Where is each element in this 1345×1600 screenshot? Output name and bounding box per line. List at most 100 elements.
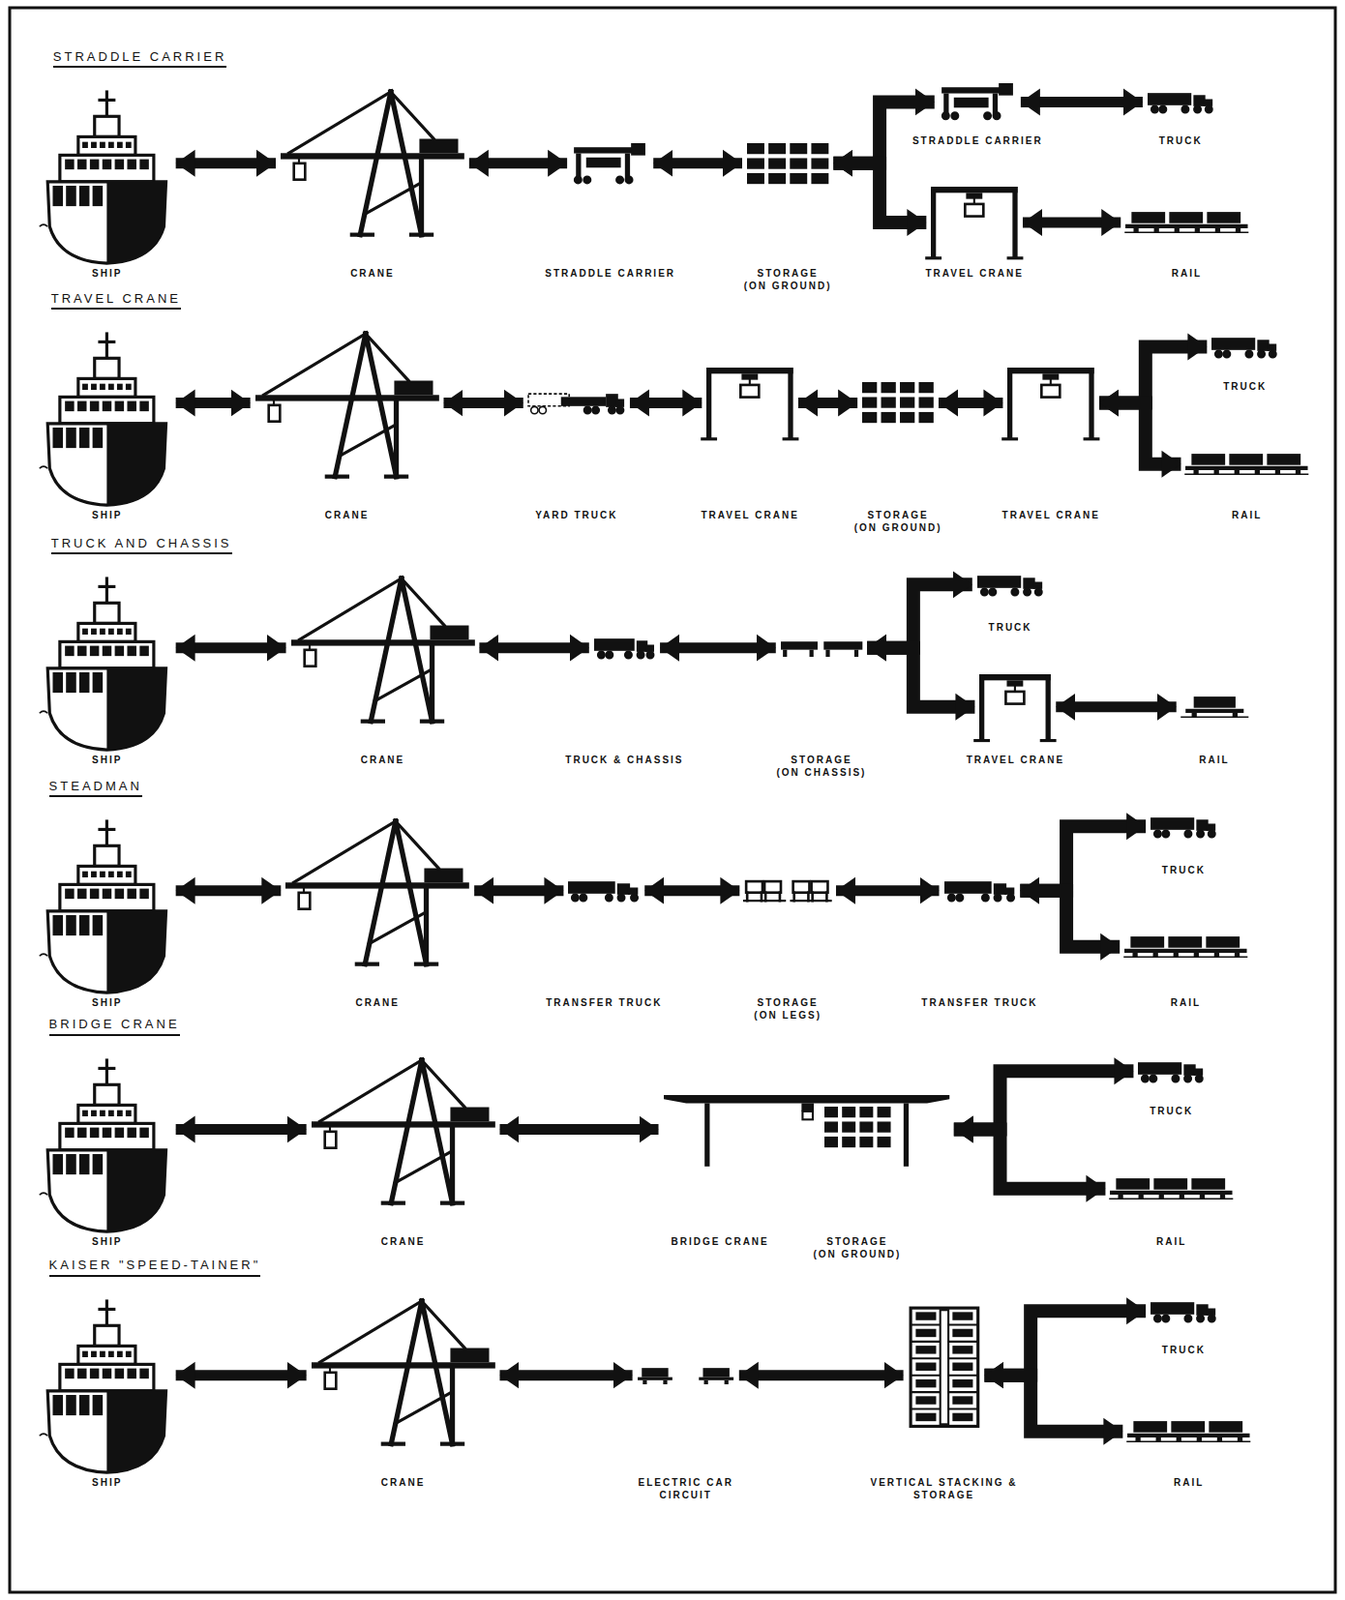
icon-part xyxy=(311,1121,496,1128)
icon-part xyxy=(125,871,132,878)
icon-part xyxy=(102,889,112,900)
icon-part xyxy=(79,1395,90,1416)
icon-part xyxy=(1220,1195,1226,1199)
icon-part xyxy=(89,1127,99,1138)
icon-part xyxy=(82,628,89,635)
equipment-label: STORAGE xyxy=(854,508,943,522)
equipment-node: SHIP xyxy=(43,821,172,1010)
icon-part xyxy=(47,911,166,993)
icon-part xyxy=(395,821,427,965)
icon-part xyxy=(984,113,991,120)
icon-part xyxy=(616,176,624,183)
icon-part xyxy=(288,91,390,153)
icon-part xyxy=(59,641,154,668)
icon-part xyxy=(78,866,136,885)
flow-arrow xyxy=(176,1124,307,1136)
label-block: STRADDLE CARRIER xyxy=(912,134,1044,148)
icon-part xyxy=(789,143,807,154)
icon-part xyxy=(597,651,604,658)
icon-part xyxy=(1231,713,1237,718)
travel-drawing xyxy=(926,186,1022,259)
icon-part xyxy=(99,1067,115,1071)
icon-part xyxy=(307,646,310,651)
icon-part xyxy=(744,899,785,902)
icon-part xyxy=(90,1350,97,1357)
icon-part xyxy=(65,1395,77,1416)
icon-part xyxy=(618,894,626,901)
equipment-node: CRANE xyxy=(255,333,440,522)
icon-part xyxy=(998,83,1014,96)
icon-part xyxy=(294,163,306,180)
icon-part xyxy=(117,871,123,878)
icon-part xyxy=(706,367,712,440)
flow-arrow xyxy=(866,648,975,708)
label-block: SHIP xyxy=(43,753,172,767)
grid-icon xyxy=(747,143,829,184)
icon-part xyxy=(1159,1195,1165,1199)
icon-part xyxy=(117,1350,123,1357)
ecar-drawing xyxy=(637,1368,734,1385)
label-block: RAIL xyxy=(1181,753,1249,767)
icon-part xyxy=(126,1127,136,1138)
icon-part xyxy=(82,384,89,390)
icon-part xyxy=(881,397,897,409)
icon-part xyxy=(99,142,106,149)
equipment-node: YARD TRUCK xyxy=(528,390,626,522)
truck-icon xyxy=(1147,89,1215,115)
icon-part xyxy=(89,400,99,412)
icon-part xyxy=(952,1413,973,1422)
icon-part xyxy=(423,889,429,965)
icon-part xyxy=(580,894,588,901)
icon-part xyxy=(105,821,109,848)
label-block: ELECTRIC CAR CIRCUIT xyxy=(623,1476,749,1502)
equipment-node: TRUCK xyxy=(977,572,1045,635)
equipment-node: RAIL xyxy=(1109,1176,1233,1249)
icon-part xyxy=(125,384,132,390)
equipment-label: (ON GROUND) xyxy=(812,1248,901,1261)
flow-arrow xyxy=(1055,701,1176,713)
icon-part xyxy=(741,385,760,398)
icon-part xyxy=(82,871,89,878)
truck-drawing xyxy=(594,638,655,659)
icon-part xyxy=(77,1368,87,1379)
icon-part xyxy=(1150,1075,1158,1082)
truck-drawing xyxy=(1150,817,1216,838)
rail-drawing xyxy=(1186,453,1309,475)
icon-part xyxy=(77,646,87,658)
flow-arrow xyxy=(659,642,777,654)
icon-part xyxy=(1181,105,1189,113)
icon-part xyxy=(442,1441,463,1446)
icon-part xyxy=(944,881,992,895)
icon-part xyxy=(1181,717,1249,719)
label-block: TRANSFER TRUCK xyxy=(545,996,662,1010)
flow-arrow xyxy=(443,397,523,409)
ship-drawing xyxy=(39,821,167,993)
icon-part xyxy=(1011,588,1018,596)
equipment-node: TRAVEL CRANE xyxy=(1002,367,1101,523)
icon-part xyxy=(126,646,136,658)
equipment-label: (ON CHASSIS) xyxy=(777,766,867,779)
equipment-label: SHIP xyxy=(43,996,172,1010)
travel-drawing xyxy=(702,367,798,440)
icon-part xyxy=(64,1368,74,1379)
icon-part xyxy=(78,623,136,642)
label-block: TRAVEL CRANE xyxy=(966,753,1065,767)
truck-icon xyxy=(1137,1059,1205,1084)
icon-part xyxy=(47,181,166,264)
icon-part xyxy=(854,650,859,658)
icon-part xyxy=(926,256,941,260)
icon-part xyxy=(594,638,635,652)
label-block: STORAGE(ON GROUND) xyxy=(854,508,943,535)
flow-arrow xyxy=(836,885,940,897)
icon-part xyxy=(642,1380,647,1385)
equipment-label: STORAGE xyxy=(744,996,832,1010)
rail-drawing xyxy=(1127,1421,1250,1442)
icon-part xyxy=(981,894,988,901)
icon-part xyxy=(1118,1195,1124,1199)
equipment-node: CRANE xyxy=(311,1301,496,1490)
icon-part xyxy=(82,1350,89,1357)
icon-part xyxy=(810,173,829,184)
icon-part xyxy=(386,474,407,479)
icon-part xyxy=(979,674,1051,681)
equipment-label: TRUCK xyxy=(1147,134,1215,148)
